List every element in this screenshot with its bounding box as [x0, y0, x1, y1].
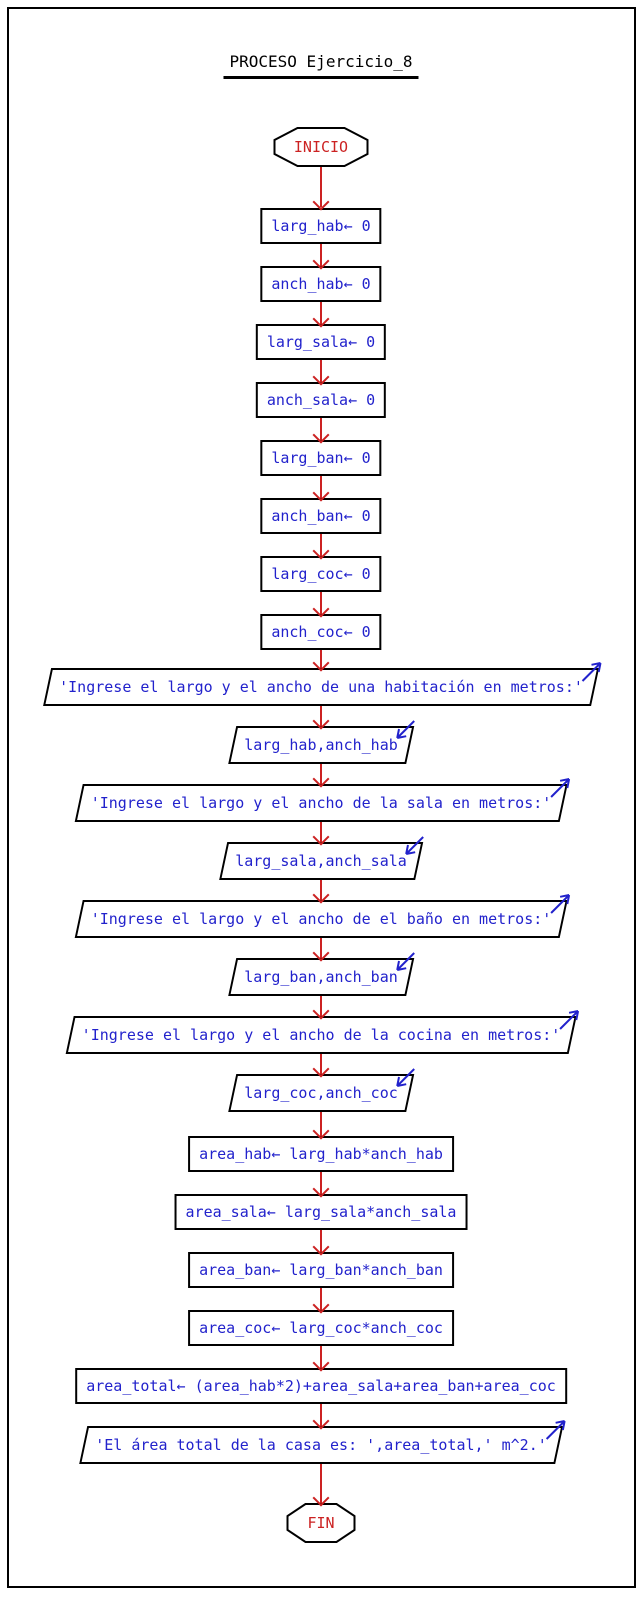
process-area-hab: area_hab← larg_hab*anch_hab [188, 1136, 454, 1172]
connector-arrow [320, 1054, 322, 1074]
input-larg-ban-anch-ban: larg_ban,anch_ban [228, 952, 415, 996]
output-prompt-sala: 'Ingrese el largo y el ancho de la sala … [74, 778, 570, 822]
connector-arrow [320, 1464, 322, 1503]
connector-arrow [320, 418, 322, 440]
output-text: 'El área total de la casa es: ',area_tot… [95, 1436, 547, 1454]
output-text: 'Ingrese el largo y el ancho de la cocin… [81, 1026, 561, 1044]
connector-arrow [320, 1346, 322, 1368]
input-text: larg_hab,anch_hab [244, 736, 398, 754]
input-larg-hab-anch-hab: larg_hab,anch_hab [228, 720, 415, 764]
assign-larg-sala: larg_sala← 0 [255, 324, 387, 360]
page-title: PROCESO Ejercicio_8 [223, 52, 419, 79]
connector-arrow [320, 244, 322, 266]
connector-arrow [320, 1172, 322, 1194]
input-larg-coc-anch-coc: larg_coc,anch_coc [228, 1068, 415, 1112]
assign-anch-hab: anch_hab← 0 [260, 266, 382, 302]
connector-arrow [320, 360, 322, 382]
output-prompt-habitacion: 'Ingrese el largo y el ancho de una habi… [43, 662, 602, 706]
arrow-up-right-icon [549, 894, 570, 914]
connector-arrow [320, 650, 322, 668]
output-area-total: 'El área total de la casa es: ',area_tot… [79, 1420, 566, 1464]
arrow-down-left-icon [404, 836, 424, 855]
process-area-ban: area_ban← larg_ban*anch_ban [188, 1252, 454, 1288]
connector-arrow [320, 534, 322, 556]
octagon-shape [273, 127, 369, 167]
start-terminal: INICIO [273, 127, 369, 167]
arrow-down-left-icon [395, 1068, 415, 1087]
arrow-up-right-icon [549, 778, 570, 798]
input-larg-sala-anch-sala: larg_sala,anch_sala [219, 836, 424, 880]
assign-larg-hab: larg_hab← 0 [260, 208, 382, 244]
connector-arrow [320, 1112, 322, 1136]
start-label: INICIO [293, 138, 349, 156]
arrow-up-right-icon [581, 662, 602, 682]
connector-arrow [320, 996, 322, 1016]
output-text: 'Ingrese el largo y el ancho de el baño … [90, 910, 552, 928]
connector-arrow [320, 167, 322, 207]
arrow-up-right-icon [545, 1420, 566, 1440]
connector-arrow [320, 706, 322, 726]
connector-arrow [320, 592, 322, 614]
output-text: 'Ingrese el largo y el ancho de una habi… [59, 678, 583, 696]
end-terminal: FIN [286, 1503, 356, 1543]
connector-arrow [320, 1404, 322, 1426]
connector-arrow [320, 476, 322, 498]
assign-anch-ban: anch_ban← 0 [260, 498, 382, 534]
diagram-border [7, 7, 636, 1588]
end-label: FIN [307, 1514, 335, 1532]
connector-arrow [320, 764, 322, 784]
output-prompt-bano: 'Ingrese el largo y el ancho de el baño … [74, 894, 570, 938]
output-prompt-cocina: 'Ingrese el largo y el ancho de la cocin… [65, 1010, 579, 1054]
connector-arrow [320, 822, 322, 842]
assign-anch-sala: anch_sala← 0 [255, 382, 387, 418]
input-text: larg_sala,anch_sala [235, 852, 407, 870]
process-area-total: area_total← (area_hab*2)+area_sala+area_… [75, 1368, 567, 1404]
input-text: larg_coc,anch_coc [244, 1084, 398, 1102]
output-text: 'Ingrese el largo y el ancho de la sala … [90, 794, 552, 812]
input-text: larg_ban,anch_ban [244, 968, 398, 986]
assign-larg-coc: larg_coc← 0 [260, 556, 382, 592]
assign-anch-coc: anch_coc← 0 [260, 614, 382, 650]
assign-larg-ban: larg_ban← 0 [260, 440, 382, 476]
arrow-down-left-icon [395, 720, 415, 739]
connector-arrow [320, 880, 322, 900]
connector-arrow [320, 1288, 322, 1310]
octagon-shape [286, 1503, 356, 1543]
connector-arrow [320, 302, 322, 324]
arrow-up-right-icon [559, 1010, 579, 1030]
process-area-coc: area_coc← larg_coc*anch_coc [188, 1310, 454, 1346]
connector-arrow [320, 1230, 322, 1252]
arrow-down-left-icon [395, 952, 415, 971]
process-area-sala: area_sala← larg_sala*anch_sala [174, 1194, 468, 1230]
connector-arrow [320, 938, 322, 958]
